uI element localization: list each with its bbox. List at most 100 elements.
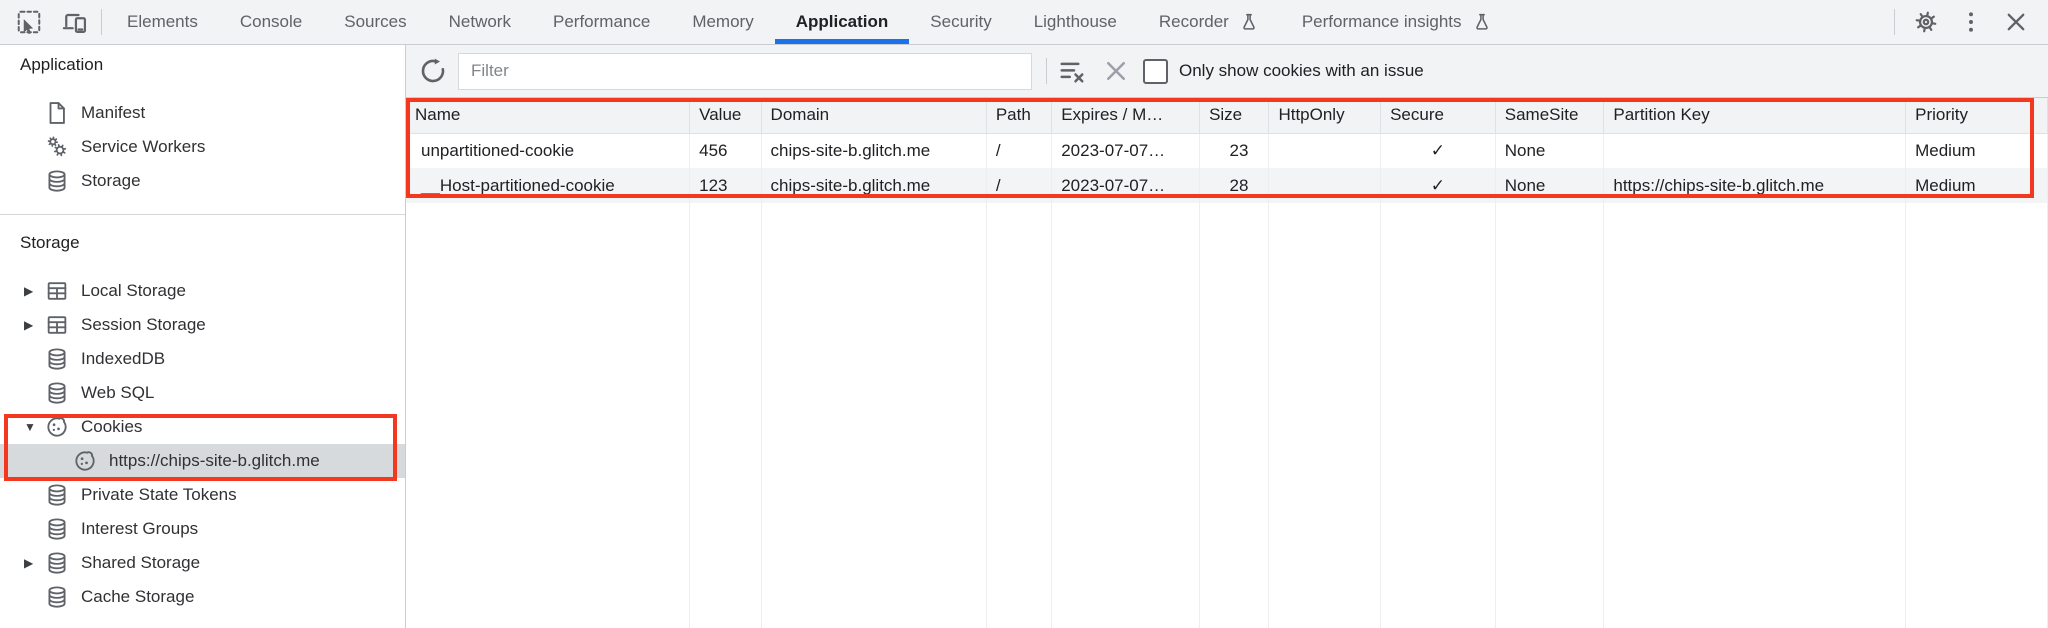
- column-header-name[interactable]: Name: [406, 98, 691, 134]
- topbar-divider: [101, 9, 102, 35]
- tab-performance-insights[interactable]: Performance insights: [1281, 0, 1514, 44]
- cookie-cell-size[interactable]: 23: [1199, 133, 1270, 168]
- column-header-priority[interactable]: Priority: [1905, 98, 2048, 134]
- refresh-icon[interactable]: [418, 56, 448, 86]
- database-icon: [44, 584, 70, 610]
- grid-filler-column: [1380, 203, 1496, 628]
- tree-collapsed-icon[interactable]: ▶: [24, 284, 34, 298]
- sidebar-item-manifest[interactable]: Manifest: [0, 96, 405, 130]
- column-header-path[interactable]: Path: [986, 98, 1053, 134]
- grid-filler-column: [986, 203, 1053, 628]
- tab-label: Elements: [127, 12, 198, 31]
- more-menu-icon[interactable]: [1957, 8, 1985, 36]
- cookie-cell-secure[interactable]: ✓: [1380, 133, 1496, 168]
- tab-label: Security: [930, 12, 992, 31]
- tab-performance[interactable]: Performance: [532, 0, 671, 44]
- grid-filler-column: [406, 203, 691, 628]
- column-header-value[interactable]: Value: [689, 98, 762, 134]
- table-icon: [44, 278, 70, 304]
- column-header-samesite[interactable]: SameSite: [1495, 98, 1605, 134]
- tab-label: Performance: [552, 12, 651, 31]
- tree-collapsed-icon[interactable]: ▶: [24, 318, 34, 332]
- close-icon[interactable]: [2002, 8, 2030, 36]
- cookie-cell-value[interactable]: 456: [689, 133, 762, 168]
- cookie-cell-partitionkey[interactable]: [1603, 133, 1907, 168]
- cookie-cell-expires[interactable]: 2023-07-07…: [1051, 168, 1201, 203]
- issue-filter-label: Only show cookies with an issue: [1179, 61, 1424, 80]
- tree-expanded-icon[interactable]: ▼: [24, 420, 36, 434]
- sidebar-item-web-sql[interactable]: Web SQL: [0, 376, 405, 410]
- tab-security[interactable]: Security: [909, 0, 1012, 44]
- experiment-flask-icon: [1238, 11, 1260, 33]
- tab-memory[interactable]: Memory: [671, 0, 774, 44]
- sidebar-item-private-state-tokens[interactable]: Private State Tokens: [0, 478, 405, 512]
- cookie-cell-partitionkey[interactable]: https://chips-site-b.glitch.me: [1603, 168, 1907, 203]
- cookie-cell-domain[interactable]: chips-site-b.glitch.me: [761, 168, 987, 203]
- experiment-flask-icon: [1471, 11, 1493, 33]
- grid-filler-column: [1051, 203, 1201, 628]
- tree-collapsed-icon[interactable]: ▶: [24, 556, 34, 570]
- sidebar-item-label: Session Storage: [81, 315, 206, 334]
- sidebar-item-local-storage[interactable]: ▶ Local Storage: [0, 274, 405, 308]
- cookie-cell-priority[interactable]: Medium: [1905, 133, 2048, 168]
- sidebar-item-interest-groups[interactable]: Interest Groups: [0, 512, 405, 546]
- column-header-expires[interactable]: Expires / M…: [1051, 98, 1201, 134]
- cookie-cell-expires[interactable]: 2023-07-07…: [1051, 133, 1201, 168]
- grid-filler-column: [1495, 203, 1605, 628]
- filter-input[interactable]: [458, 52, 1032, 90]
- column-header-partitionkey[interactable]: Partition Key: [1603, 98, 1907, 134]
- sidebar-section: Storage▶ Local Storage▶ Session Storage …: [0, 214, 405, 614]
- sidebar-item-session-storage[interactable]: ▶ Session Storage: [0, 308, 405, 342]
- cookie-cell-name[interactable]: __Host-partitioned-cookie: [406, 168, 691, 203]
- cookie-cell-httponly[interactable]: [1268, 168, 1382, 203]
- cookie-cell-path[interactable]: /: [986, 168, 1053, 203]
- tab-label: Lighthouse: [1033, 12, 1117, 31]
- cookie-cell-value[interactable]: 123: [689, 168, 762, 203]
- tab-sources[interactable]: Sources: [323, 0, 427, 44]
- column-header-httponly[interactable]: HttpOnly: [1268, 98, 1382, 134]
- device-toolbar-icon[interactable]: [61, 8, 89, 36]
- tab-network[interactable]: Network: [428, 0, 532, 44]
- cookie-cell-size[interactable]: 28: [1199, 168, 1270, 203]
- cookie-cell-domain[interactable]: chips-site-b.glitch.me: [761, 133, 987, 168]
- service-worker-icon: [44, 134, 70, 160]
- sidebar-item-cache-storage[interactable]: Cache Storage: [0, 580, 405, 614]
- cookie-cell-samesite[interactable]: None: [1495, 168, 1605, 203]
- cookie-cell-samesite[interactable]: None: [1495, 133, 1605, 168]
- cookie-cell-secure[interactable]: ✓: [1380, 168, 1496, 203]
- column-header-secure[interactable]: Secure: [1380, 98, 1496, 134]
- cookies-panel: Only show cookies with an issue NameValu…: [406, 45, 2048, 628]
- sidebar-item-storage[interactable]: Storage: [0, 164, 405, 198]
- tab-elements[interactable]: Elements: [106, 0, 219, 44]
- cookie-cell-httponly[interactable]: [1268, 133, 1382, 168]
- sidebar-item-indexeddb[interactable]: IndexedDB: [0, 342, 405, 376]
- sidebar-item-https-chips-site-b-glitch-me[interactable]: https://chips-site-b.glitch.me: [0, 444, 405, 478]
- cookie-cell-name[interactable]: unpartitioned-cookie: [406, 133, 691, 168]
- tab-lighthouse[interactable]: Lighthouse: [1013, 0, 1138, 44]
- column-header-size[interactable]: Size: [1199, 98, 1270, 134]
- column-header-domain[interactable]: Domain: [761, 98, 987, 134]
- issue-filter-checkbox[interactable]: [1143, 58, 1168, 84]
- tab-recorder[interactable]: Recorder: [1138, 0, 1281, 44]
- tab-label: Console: [239, 12, 303, 31]
- tab-label: Performance insights: [1301, 12, 1462, 31]
- sidebar-item-shared-storage[interactable]: ▶ Shared Storage: [0, 546, 405, 580]
- settings-gear-icon[interactable]: [1912, 8, 1940, 36]
- sidebar-item-label: Manifest: [81, 103, 146, 122]
- delete-cookie-icon[interactable]: [1101, 56, 1131, 86]
- sidebar-item-service-workers[interactable]: Service Workers: [0, 130, 405, 164]
- tab-label: Recorder: [1158, 12, 1229, 31]
- cookie-cell-priority[interactable]: Medium: [1905, 168, 2048, 203]
- inspect-icon[interactable]: [15, 8, 43, 36]
- clear-filter-icon[interactable]: [1057, 56, 1087, 86]
- sidebar-item-cookies[interactable]: ▼ Cookies: [0, 410, 405, 444]
- tab-console[interactable]: Console: [219, 0, 323, 44]
- cookie-cell-path[interactable]: /: [986, 133, 1053, 168]
- sidebar-item-label: Local Storage: [81, 281, 186, 300]
- tab-application[interactable]: Application: [775, 0, 910, 44]
